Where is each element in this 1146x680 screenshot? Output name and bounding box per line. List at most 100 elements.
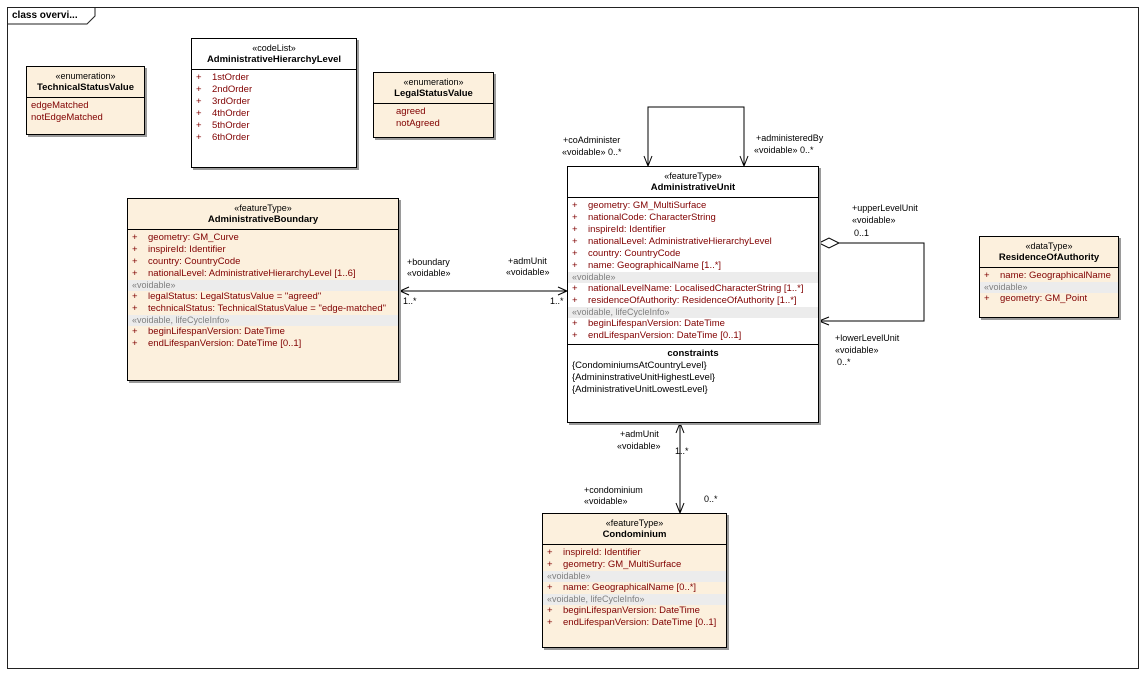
edge-admunit-condominium[interactable] [675, 421, 685, 515]
attribute-row: +endLifespanVersion: DateTime [0..1] [128, 338, 398, 350]
class-administrative-boundary[interactable]: «featureType» AdministrativeBoundary + ge… [127, 198, 399, 381]
role-stereotype-upperlevelunit: «voidable» [852, 215, 896, 225]
class-name: AdministrativeBoundary [207, 214, 319, 225]
diagram-frame [7, 7, 1139, 669]
voidable-group-header: «voidable» [128, 280, 398, 291]
multiplicity-admunit-boundary: 1..* [550, 296, 564, 306]
multiplicity-upperlevelunit: 0..1 [854, 228, 870, 238]
class-administrative-hierarchy-level[interactable]: «codeList» AdministrativeHierarchyLevel … [191, 38, 357, 168]
public-marker: + [196, 132, 202, 143]
attribute-text: name: GeographicalName [0..*] [563, 582, 697, 593]
public-marker: + [547, 559, 553, 570]
literal-item: edgeMatched [31, 100, 89, 111]
attribute-text: endLifespanVersion: DateTime [0..1] [148, 338, 302, 349]
role-label-admunit-boundary: +admUnit [508, 256, 547, 266]
public-marker: + [572, 283, 578, 294]
attributes-section: +1stOrder +2ndOrder +3rdOrder +4thOrder … [192, 70, 356, 146]
multiplicity-admunit-condominium: 1..* [675, 446, 689, 456]
attribute-text: 6thOrder [212, 132, 250, 143]
attribute-row: +inspireId: Identifier [543, 547, 726, 559]
literals-section: edgeMatched notEdgeMatched [27, 98, 144, 126]
attribute-row: +endLifespanVersion: DateTime [0..1] [543, 617, 726, 629]
attribute-text: 3rdOrder [212, 96, 251, 107]
attribute-row: +name: GeographicalName [1..*] [568, 260, 818, 272]
public-marker: + [572, 200, 578, 211]
attribute-row: +country: CountryCode [568, 248, 818, 260]
stereotype-label: «dataType» [1025, 241, 1073, 251]
edge-coadminister-administeredby[interactable] [643, 106, 749, 168]
public-marker: + [572, 318, 578, 329]
attribute-row: +beginLifespanVersion: DateTime [128, 326, 398, 338]
attributes-section: +geometry: GM_MultiSurface +nationalCode… [568, 198, 818, 344]
class-condominium[interactable]: «featureType» Condominium +inspireId: Id… [542, 513, 727, 648]
public-marker: + [547, 582, 553, 593]
attribute-text: country: CountryCode [148, 256, 241, 267]
attribute-text: beginLifespanVersion: DateTime [588, 318, 725, 329]
public-marker: + [196, 96, 202, 107]
lifecycle-group-header: «voidable, lifeCycleInfo» [128, 315, 398, 326]
literal-item: notAgreed [396, 118, 440, 129]
class-technical-status-value[interactable]: «enumeration» TechnicalStatusValue edgeM… [26, 66, 145, 135]
class-name: Condominium [602, 529, 667, 540]
role-stereotype-coadminister: «voidable» 0..* [562, 147, 622, 157]
attribute-row: +geometry: GM_Point [980, 293, 1118, 305]
stereotype-label: «featureType» [605, 518, 664, 528]
attribute-row: + name: GeographicalName [980, 270, 1118, 282]
role-label-administeredby: +administeredBy [756, 133, 824, 143]
role-label-lowerlevelunit: +lowerLevelUnit [835, 333, 900, 343]
lifecycle-group-header: «voidable, lifeCycleInfo» [543, 594, 726, 605]
stereotype-label: «featureType» [234, 203, 292, 213]
attribute-row: +2ndOrder [192, 84, 356, 96]
public-marker: + [132, 244, 138, 255]
attribute-row: + beginLifespanVersion: DateTime [568, 318, 818, 330]
class-residence-of-authority[interactable]: «dataType» ResidenceOfAuthority +name: G… [979, 236, 1119, 318]
attribute-text: nationalCode: CharacterString [588, 212, 716, 223]
attributes-section: + name: GeographicalName «voidable» +geom… [980, 268, 1118, 307]
public-marker: + [572, 224, 578, 235]
class-name: LegalStatusValue [394, 88, 473, 99]
public-marker: + [196, 72, 202, 83]
attribute-row: +nationalCode: CharacterString [568, 212, 818, 224]
attribute-text: technicalStatus: TechnicalStatusValue = … [148, 303, 386, 314]
public-marker: + [132, 232, 138, 243]
public-marker: + [547, 547, 553, 558]
role-label-admunit-condominium: +admUnit [620, 429, 659, 439]
literal-item: agreed [396, 106, 426, 117]
voidable-group-header: «voidable» [980, 282, 1118, 293]
public-marker: + [984, 270, 990, 281]
role-stereotype-condominium: «voidable» [584, 496, 628, 506]
public-marker: + [572, 295, 578, 306]
attribute-text: 2ndOrder [212, 84, 253, 95]
lifecycle-group-header: «voidable, lifeCycleInfo» [568, 307, 818, 318]
attribute-text: name: GeographicalName [1000, 270, 1111, 281]
attribute-row: +1stOrder [192, 72, 356, 84]
class-header: «featureType» AdministrativeBoundary [128, 199, 398, 230]
constraint-item: {CondominiumsAtCountryLevel} [572, 360, 707, 371]
constraint-item: {AdministrativeUnitLowestLevel} [572, 384, 708, 395]
attribute-text: inspireId: Identifier [148, 244, 226, 255]
attribute-row: + name: GeographicalName [0..*] [543, 582, 726, 594]
class-header: «enumeration» LegalStatusValue [374, 73, 493, 104]
attribute-row: +nationalLevel: AdministrativeHierarchyL… [128, 268, 398, 280]
role-stereotype-admunit-condominium: «voidable» [617, 441, 661, 451]
attribute-text: beginLifespanVersion: DateTime [563, 605, 700, 616]
attribute-row: +5thOrder [192, 120, 356, 132]
attribute-text: beginLifespanVersion: DateTime [148, 326, 285, 337]
attribute-text: geometry: GM_Point [1000, 293, 1088, 304]
class-administrative-unit[interactable]: «featureType» AdministrativeUnit +geomet… [567, 166, 819, 423]
attribute-text: 5thOrder [212, 120, 250, 131]
class-legal-status-value[interactable]: «enumeration» LegalStatusValue agreed no… [373, 72, 494, 138]
role-stereotype-admunit-boundary: «voidable» [506, 267, 550, 277]
role-stereotype-boundary: «voidable» [407, 268, 451, 278]
voidable-group-header: «voidable» [543, 571, 726, 582]
literal-item: notEdgeMatched [31, 112, 103, 123]
edge-upper-lower-level[interactable] [817, 237, 925, 326]
constraints-title: constraints [667, 348, 719, 359]
attribute-row: +nationalLevel: AdministrativeHierarchyL… [568, 236, 818, 248]
role-stereotype-administeredby: «voidable» 0..* [754, 145, 814, 155]
edge-boundary-admunit[interactable] [398, 286, 569, 296]
attribute-text: nationalLevel: AdministrativeHierarchyLe… [588, 236, 772, 247]
attributes-section: + geometry: GM_Curve + inspireId: Identifi… [128, 230, 398, 352]
attribute-text: geometry: GM_Curve [148, 232, 239, 243]
attribute-row: +beginLifespanVersion: DateTime [543, 605, 726, 617]
